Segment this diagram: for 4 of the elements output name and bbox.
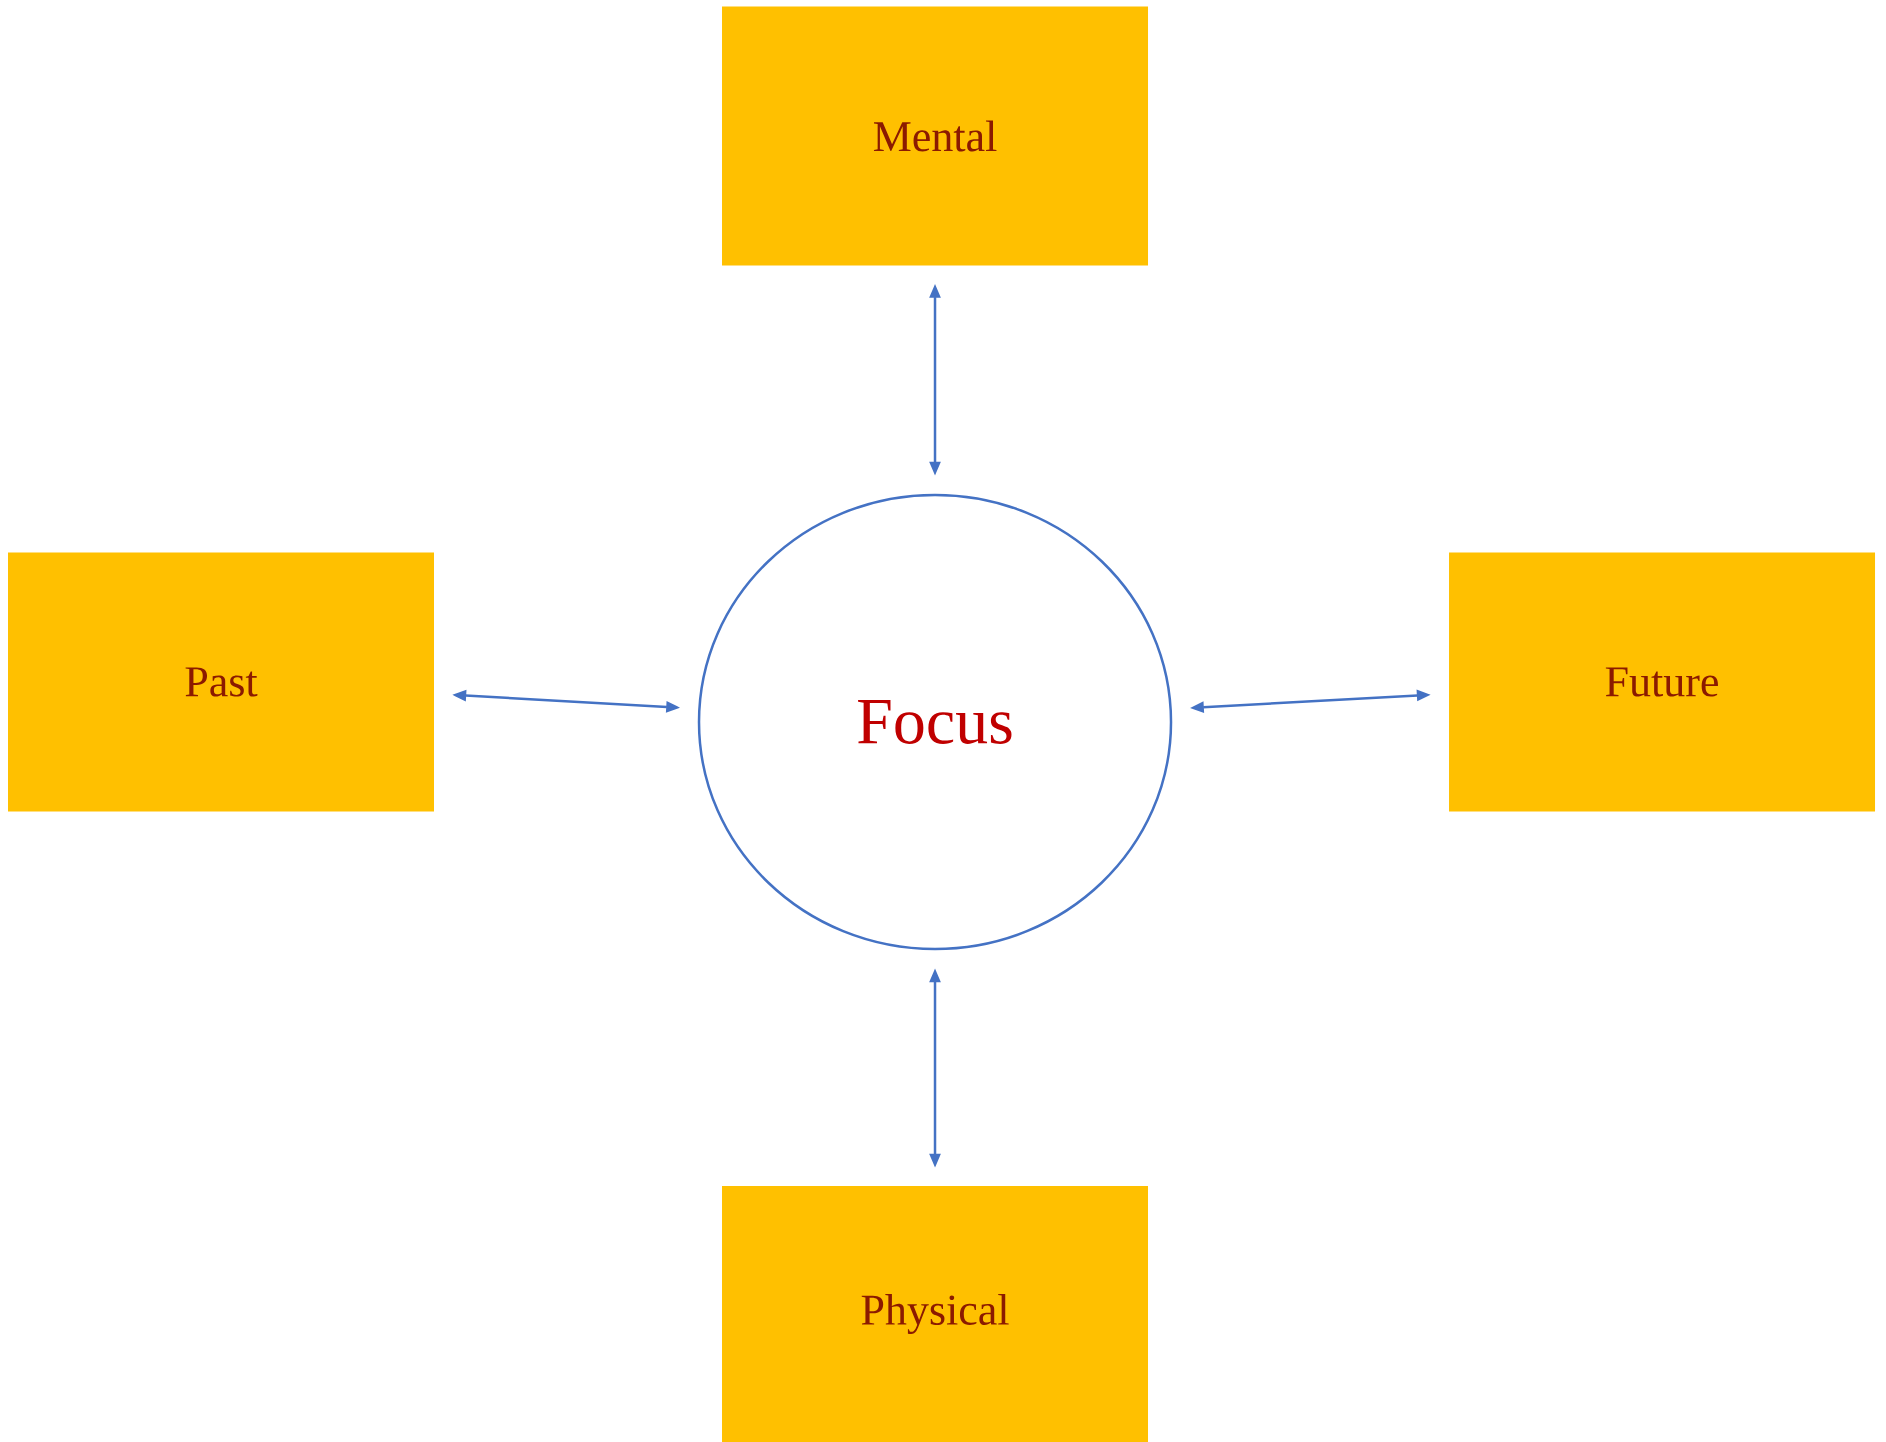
category-box: Mental — [722, 6, 1148, 266]
category-box: Past — [8, 552, 434, 812]
category-box: Physical — [722, 1186, 1148, 1442]
category-box: Future — [1449, 552, 1876, 812]
